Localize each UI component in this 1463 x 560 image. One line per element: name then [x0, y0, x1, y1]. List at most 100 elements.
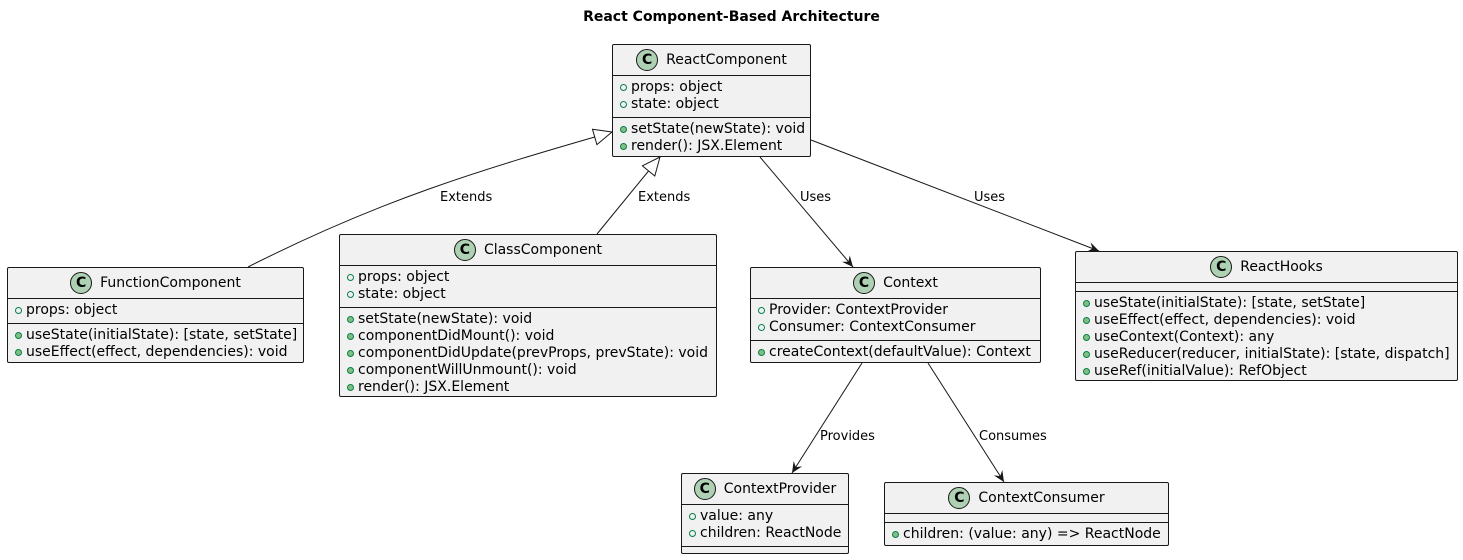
edge-uses-context [759, 156, 854, 268]
method: children: (value: any) => ReactNode [885, 526, 1168, 543]
edge-uses-hooks [810, 139, 1100, 252]
public-method-icon [347, 350, 354, 357]
class-header: C ClassComponent [340, 235, 716, 265]
methods-section: useState(initialState): [state, setState… [1076, 291, 1457, 384]
public-field-icon [689, 513, 696, 520]
class-badge-icon: C [693, 478, 716, 500]
public-method-icon [15, 349, 22, 356]
fields-section [885, 513, 1168, 522]
edge-provides [791, 362, 863, 474]
field: props: object [340, 269, 716, 286]
methods-section [682, 546, 848, 553]
fields-section [1076, 282, 1457, 291]
class-name: FunctionComponent [100, 275, 241, 291]
field: Provider: ContextProvider [751, 302, 1040, 319]
field: props: object [613, 79, 810, 96]
edge-consumes [927, 362, 1005, 483]
class-header: C ContextProvider [682, 474, 848, 504]
methods-section: setState(newState): void render(): JSX.E… [613, 117, 810, 159]
edge-class-extends [596, 157, 660, 235]
class-header: C Context [751, 268, 1040, 298]
class-name: Context [883, 275, 938, 291]
public-method-icon [1083, 317, 1090, 324]
method: useEffect(effect, dependencies): void [1076, 312, 1457, 329]
public-method-icon [347, 333, 354, 340]
class-badge-icon: C [636, 49, 659, 71]
public-method-icon [1083, 300, 1090, 307]
class-header: C ContextConsumer [885, 483, 1168, 513]
public-method-icon [758, 349, 765, 356]
field: value: any [682, 508, 848, 525]
method: render(): JSX.Element [613, 138, 810, 155]
field: state: object [613, 96, 810, 113]
method: useEffect(effect, dependencies): void [8, 344, 303, 361]
class-badge-icon: C [70, 272, 93, 294]
field: Consumer: ContextConsumer [751, 319, 1040, 336]
fields-section: Provider: ContextProvider Consumer: Cont… [751, 298, 1040, 340]
public-field-icon [689, 530, 696, 537]
public-field-icon [347, 291, 354, 298]
fields-section: props: object state: object [613, 75, 810, 117]
public-method-icon [620, 143, 627, 150]
fields-section: props: object state: object [340, 265, 716, 307]
public-method-icon [1083, 368, 1090, 375]
public-method-icon [1083, 334, 1090, 341]
public-method-icon [1083, 351, 1090, 358]
method: componentWillUnmount(): void [340, 362, 716, 379]
class-name: ClassComponent [483, 242, 603, 258]
class-header: C ReactHooks [1076, 252, 1457, 282]
method: useState(initialState): [state, setState… [1076, 295, 1457, 312]
field: props: object [8, 302, 303, 319]
public-method-icon [347, 384, 354, 391]
edge-label-uses-context: Uses [800, 190, 831, 205]
class-name: ContextConsumer [978, 490, 1105, 506]
public-field-icon [620, 84, 627, 91]
class-react-hooks[interactable]: C ReactHooks useState(initialState): [st… [1075, 251, 1458, 381]
method: setState(newState): void [340, 311, 716, 328]
class-context[interactable]: C Context Provider: ContextProvider Cons… [750, 267, 1041, 363]
public-field-icon [620, 101, 627, 108]
edge-label-uses-hooks: Uses [974, 190, 1005, 205]
class-function-component[interactable]: C FunctionComponent props: object useSta… [7, 267, 304, 363]
class-name: ReactComponent [666, 52, 787, 68]
fields-section: props: object [8, 298, 303, 323]
edge-function-extends [247, 132, 612, 268]
class-header: C FunctionComponent [8, 268, 303, 298]
class-context-consumer[interactable]: C ContextConsumer children: (value: any)… [884, 482, 1169, 546]
class-badge-icon: C [1210, 256, 1233, 278]
field: children: ReactNode [682, 525, 848, 542]
class-badge-icon: C [948, 487, 971, 509]
diagram-title: React Component-Based Architecture [583, 9, 880, 25]
public-method-icon [620, 126, 627, 133]
class-react-component[interactable]: C ReactComponent props: object state: ob… [612, 44, 811, 157]
method: componentDidMount(): void [340, 328, 716, 345]
methods-section: createContext(defaultValue): Context [751, 340, 1040, 365]
edge-label-consumes: Consumes [979, 429, 1047, 444]
method: componentDidUpdate(prevProps, prevState)… [340, 345, 716, 362]
field: state: object [340, 286, 716, 303]
public-method-icon [347, 316, 354, 323]
public-field-icon [347, 274, 354, 281]
methods-section: useState(initialState): [state, setState… [8, 323, 303, 365]
method: setState(newState): void [613, 121, 810, 138]
method: useContext(Context): any [1076, 329, 1457, 346]
public-method-icon [892, 531, 899, 538]
class-badge-icon: C [853, 272, 876, 294]
methods-section: setState(newState): void componentDidMou… [340, 307, 716, 400]
edge-label-provides: Provides [820, 429, 875, 444]
fields-section: value: any children: ReactNode [682, 504, 848, 546]
class-header: C ReactComponent [613, 45, 810, 75]
methods-section: children: (value: any) => ReactNode [885, 522, 1168, 547]
method: useRef(initialValue): RefObject [1076, 363, 1457, 380]
edge-label-function-extends: Extends [440, 190, 492, 205]
class-name: ContextProvider [723, 481, 837, 497]
class-context-provider[interactable]: C ContextProvider value: any children: R… [681, 473, 849, 554]
method: createContext(defaultValue): Context [751, 344, 1040, 361]
edge-label-class-extends: Extends [638, 190, 690, 205]
method: render(): JSX.Element [340, 379, 716, 396]
method: useReducer(reducer, initialState): [stat… [1076, 346, 1457, 363]
public-method-icon [347, 367, 354, 374]
class-class-component[interactable]: C ClassComponent props: object state: ob… [339, 234, 717, 397]
class-name: ReactHooks [1240, 259, 1323, 275]
